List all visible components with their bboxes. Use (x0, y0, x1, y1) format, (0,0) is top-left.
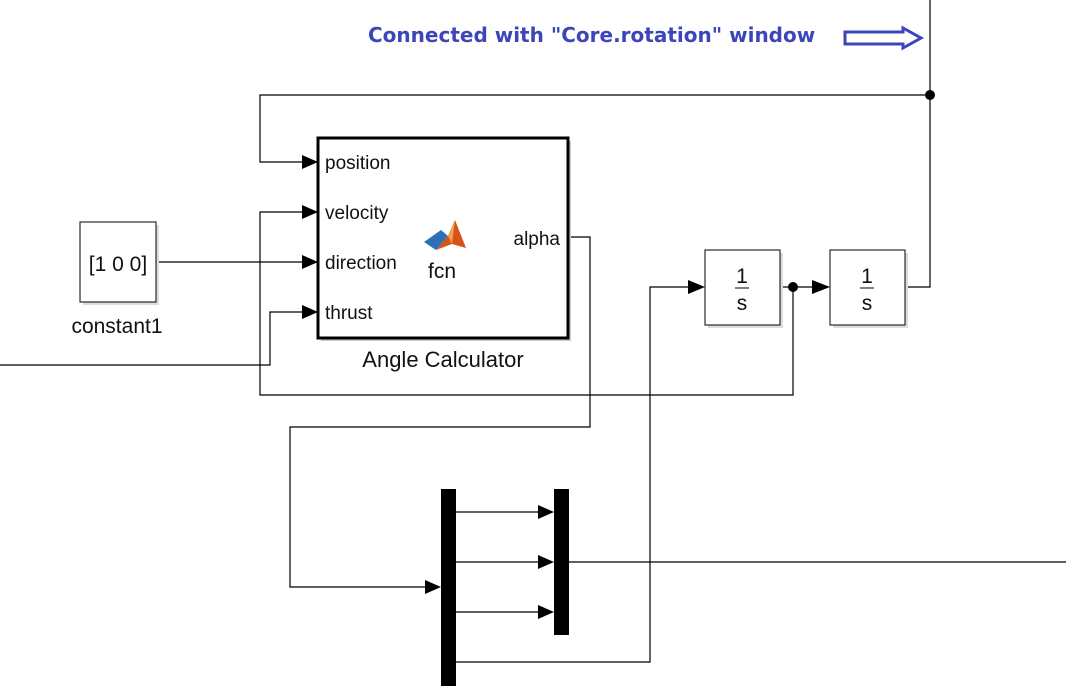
function-block-name: Angle Calculator (362, 347, 523, 372)
arrowhead-direction (302, 255, 318, 269)
integrator-1-denominator: s (737, 292, 748, 315)
arrowhead-position (302, 155, 318, 169)
port-label-velocity: velocity (325, 203, 389, 224)
port-label-thrust: thrust (325, 303, 373, 324)
arrowhead-mux-2 (538, 555, 554, 569)
arrowhead-mux-1 (538, 505, 554, 519)
signal-lines (0, 0, 1066, 663)
signal-line-velocity[interactable] (259, 211, 794, 396)
arrowhead-thrust (302, 305, 318, 319)
branch-point-top (925, 90, 935, 100)
annotation-arrow-icon (843, 25, 925, 51)
port-label-alpha: alpha (514, 229, 561, 250)
arrowhead-int1 (688, 280, 705, 294)
mux-block[interactable] (554, 489, 569, 635)
arrowhead-velocity (302, 205, 318, 219)
integrator-block-1[interactable]: 1 s (704, 249, 783, 328)
arrowhead-mux-3 (538, 605, 554, 619)
constant-value: [1 0 0] (89, 253, 147, 276)
constant-block-body[interactable] (79, 221, 157, 303)
integrator-1-body[interactable] (704, 249, 781, 326)
demux-block[interactable] (441, 489, 456, 686)
integrator-2-numerator: 1 (861, 265, 873, 288)
signal-line-alpha[interactable] (289, 236, 591, 588)
branch-point-velocity (788, 282, 798, 292)
arrowhead-int2 (812, 280, 830, 294)
constant-block-name: constant1 (71, 315, 162, 338)
annotation-text: Connected with "Core.rotation" window (368, 23, 815, 47)
arrowheads (302, 155, 830, 619)
integrator-block-2[interactable]: 1 s (829, 249, 908, 328)
signal-line-thrust[interactable] (0, 311, 302, 366)
integrator-2-denominator: s (862, 292, 873, 315)
fcn-label: fcn (428, 260, 456, 283)
integrator-1-numerator: 1 (736, 265, 748, 288)
port-label-position: position (325, 153, 391, 174)
function-block[interactable]: position velocity direction thrust alpha… (316, 136, 571, 341)
arrowhead-demux-in (425, 580, 441, 594)
matlab-logo-icon (424, 220, 466, 250)
constant-block[interactable]: [1 0 0] (79, 221, 159, 305)
signal-line-position[interactable] (259, 94, 930, 163)
port-label-direction: direction (325, 253, 397, 274)
signal-line-to-int1[interactable] (456, 286, 688, 663)
